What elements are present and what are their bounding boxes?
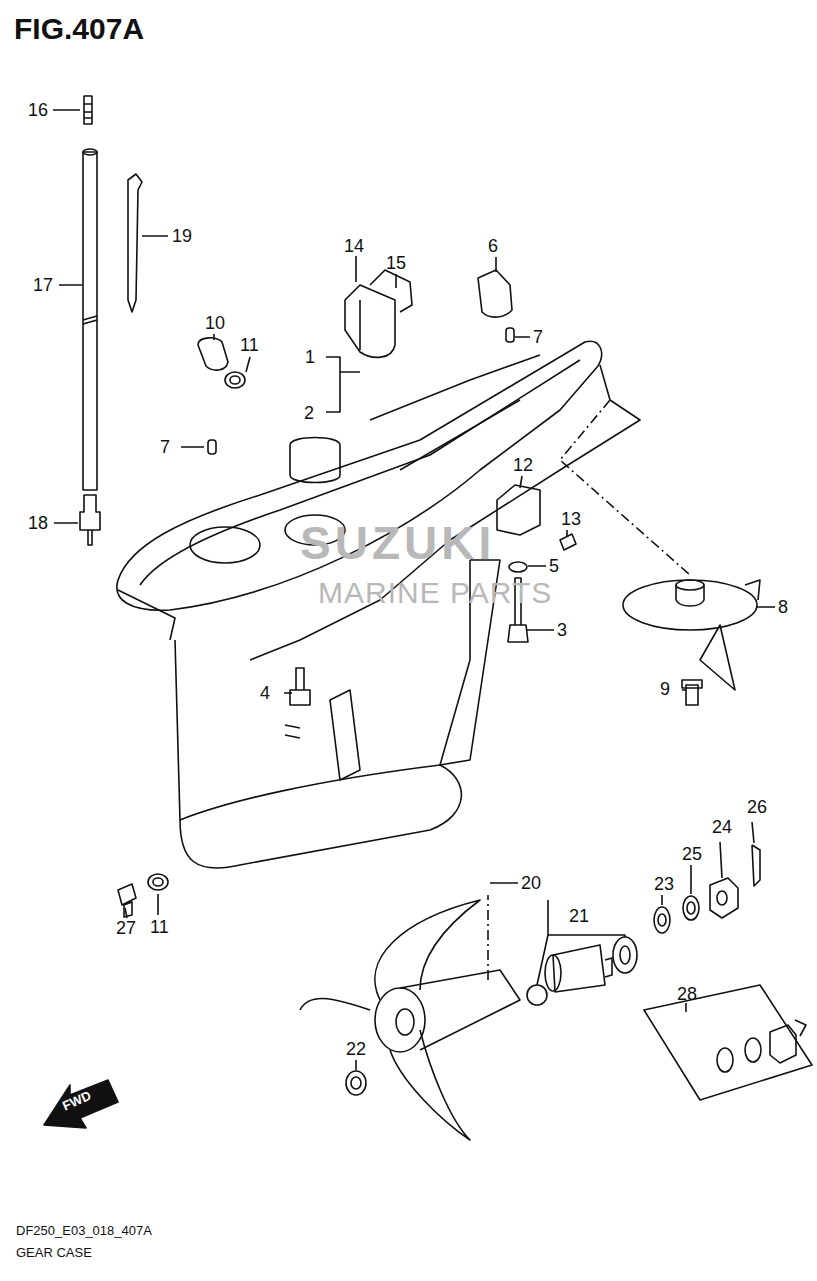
callout-number: 19 xyxy=(172,227,192,245)
callout-number: 24 xyxy=(712,818,732,836)
callout-number: 1 xyxy=(305,348,315,366)
callout-number: 27 xyxy=(116,919,136,937)
callout-number: 7 xyxy=(533,328,543,346)
figure-title: FIG.407A xyxy=(14,14,144,44)
figure-caption: GEAR CASE xyxy=(16,1246,92,1259)
callout-number: 26 xyxy=(747,798,767,816)
callout-number: 11 xyxy=(240,336,259,354)
callout-number: 13 xyxy=(561,510,581,528)
callout-number: 22 xyxy=(346,1040,366,1058)
watermark: MARINE PARTS xyxy=(318,578,552,608)
callout-number: 16 xyxy=(28,101,48,119)
callout-number: 25 xyxy=(682,845,702,863)
callout-number: 10 xyxy=(205,314,225,332)
callout-number: 4 xyxy=(260,684,270,702)
callout-number: 6 xyxy=(488,237,498,255)
callout-number: 3 xyxy=(557,621,567,639)
callout-number: 18 xyxy=(28,514,48,532)
callout-number: 20 xyxy=(521,874,541,892)
callout-number: 7 xyxy=(160,438,170,456)
callout-number: 21 xyxy=(569,907,589,925)
drawing-code: DF250_E03_018_407A xyxy=(16,1224,152,1237)
callout-number: 17 xyxy=(33,276,53,294)
callout-number: 28 xyxy=(677,985,697,1003)
callout-number: 14 xyxy=(344,237,364,255)
callout-number: 15 xyxy=(386,254,406,272)
watermark: SUZUKI xyxy=(300,520,495,566)
callout-number: 12 xyxy=(513,456,533,474)
callout-number: 9 xyxy=(660,680,670,698)
callout-number: 2 xyxy=(304,404,314,422)
callout-number: 5 xyxy=(549,557,559,575)
callout-number: 23 xyxy=(654,875,674,893)
callout-number: 11 xyxy=(150,918,169,936)
callout-number: 8 xyxy=(778,598,788,616)
